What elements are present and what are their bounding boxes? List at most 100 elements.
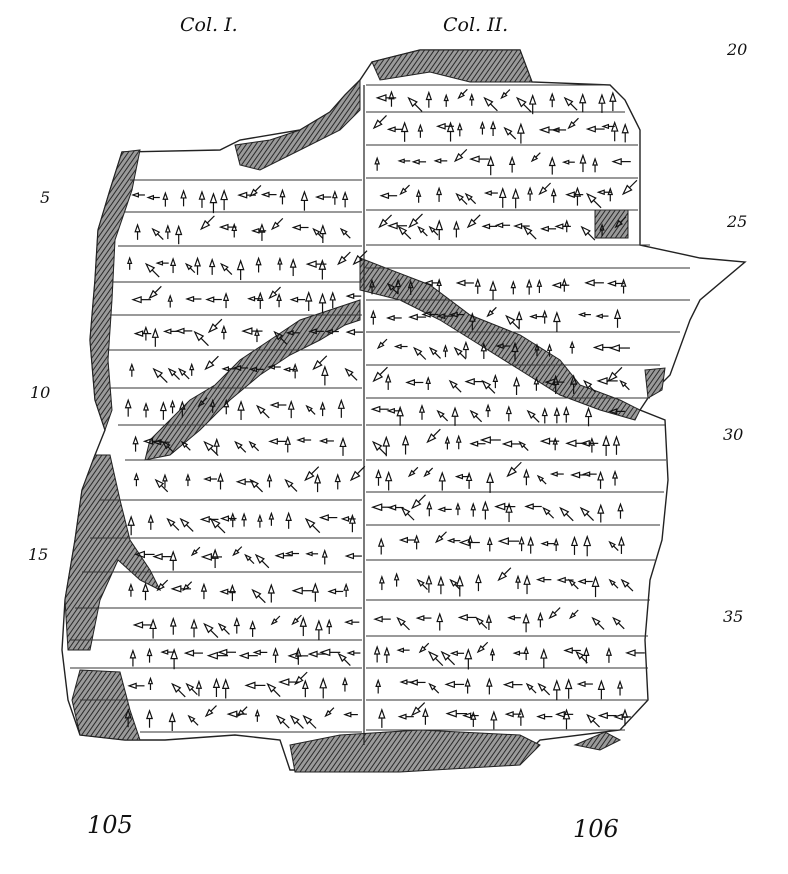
cuneiform-stroke (544, 182, 552, 190)
cuneiform-wedge (405, 379, 416, 386)
cuneiform-wedge (529, 313, 537, 320)
cuneiform-wedge (319, 401, 326, 410)
cuneiform-stroke (202, 397, 208, 403)
cuneiform-stroke (261, 560, 270, 569)
cuneiform-wedge (527, 186, 533, 195)
cuneiform-wedge (417, 123, 424, 132)
cuneiform-wedge (585, 192, 597, 204)
damage-area (573, 731, 622, 751)
cuneiform-wedge (579, 153, 587, 164)
cuneiform-wedge (223, 398, 230, 408)
cuneiform-wedge (334, 473, 341, 483)
cuneiform-stroke (319, 355, 328, 364)
cuneiform-wedge (537, 611, 544, 621)
cuneiform-wedge (304, 290, 313, 302)
cuneiform-wedge (318, 438, 328, 444)
cuneiform-wedge (384, 470, 393, 482)
cuneiform-wedge (400, 121, 409, 133)
cuneiform-wedge (584, 406, 593, 418)
cuneiform-wedge (314, 619, 323, 631)
cuneiform-wedge (563, 96, 574, 107)
cuneiform-wedge (397, 713, 407, 720)
cuneiform-wedge (219, 515, 230, 522)
cuneiform-wedge (513, 376, 521, 387)
cuneiform-wedge (249, 619, 256, 630)
cuneiform-wedge (155, 260, 164, 266)
cuneiform-wedge (159, 401, 167, 412)
cuneiform-wedge (345, 328, 356, 336)
cuneiform-wedge (341, 190, 349, 200)
cuneiform-stroke (254, 185, 262, 192)
cuneiform-wedge (129, 648, 137, 659)
cuneiform-wedge (595, 313, 603, 319)
cuneiform-stroke (407, 513, 415, 521)
cuneiform-wedge (147, 513, 154, 523)
cuneiform-wedge (270, 221, 280, 231)
cuneiform-wedge (486, 471, 495, 483)
cuneiform-wedge (599, 223, 605, 231)
cuneiform-wedge (605, 647, 613, 656)
cuneiform-wedge (444, 435, 451, 444)
damage-area (594, 209, 629, 239)
cuneiform-wedge (552, 311, 561, 323)
cuneiform-wedge (453, 220, 460, 230)
cuneiform-wedge (614, 219, 623, 229)
cuneiform-wedge (541, 407, 548, 417)
cuneiform-wedge (536, 713, 546, 720)
cuneiform-stroke (529, 232, 537, 240)
cuneiform-wedge (505, 502, 513, 513)
cuneiform-stroke (423, 642, 430, 649)
cuneiform-stroke (185, 524, 194, 532)
cuneiform-wedge (516, 122, 525, 134)
cuneiform-stroke (296, 614, 302, 621)
cuneiform-wedge (570, 471, 581, 479)
cuneiform-stroke (206, 215, 215, 224)
line-number-35: 35 (723, 607, 744, 626)
cuneiform-wedge (247, 295, 256, 302)
cuneiform-wedge (291, 586, 303, 595)
cuneiform-wedge (397, 158, 405, 164)
cuneiform-stroke (161, 579, 169, 586)
line-number-5: 5 (40, 188, 51, 207)
cuneiform-stroke (239, 446, 247, 453)
cuneiform-stroke (343, 251, 351, 259)
cuneiform-stroke (503, 567, 512, 575)
cuneiform-wedge (152, 438, 162, 446)
cuneiform-wedge (187, 714, 196, 723)
cuneiform-stroke (225, 268, 233, 276)
cuneiform-wedge (269, 401, 279, 409)
cuneiform-wedge (177, 367, 187, 377)
cuneiform-wedge (569, 340, 575, 349)
cuneiform-wedge (479, 120, 486, 129)
cuneiform-wedge (489, 647, 496, 656)
cuneiform-wedge (486, 309, 495, 318)
cuneiform-stroke (216, 524, 226, 534)
cuneiform-wedge (377, 537, 385, 547)
cuneiform-wedge (393, 572, 400, 581)
cuneiform-wedge (285, 330, 294, 336)
cuneiform-stroke (460, 148, 468, 157)
cuneiform-wedge (164, 224, 171, 233)
cuneiform-wedge (423, 470, 431, 478)
cuneiform-stroke (311, 524, 321, 534)
cuneiform-wedge (307, 650, 318, 658)
cuneiform-wedge (152, 552, 163, 561)
cuneiform-wedge (469, 92, 475, 101)
cuneiform-wedge (342, 676, 348, 686)
cuneiform-stroke (210, 629, 219, 638)
cuneiform-wedge (131, 192, 139, 198)
cuneiform-stroke (469, 197, 477, 205)
cuneiform-wedge (607, 371, 618, 383)
cuneiform-wedge (597, 503, 605, 514)
cuneiform-wedge (217, 648, 228, 656)
cuneiform-wedge (146, 647, 153, 657)
cuneiform-wedge (490, 710, 498, 721)
cuneiform-wedge (464, 377, 475, 386)
cuneiform-wedge (311, 582, 319, 593)
cuneiform-wedge (394, 278, 402, 288)
cuneiform-wedge (576, 680, 586, 688)
cuneiform-stroke (403, 231, 412, 240)
cuneiform-wedge (413, 534, 420, 543)
cuneiform-wedge (508, 155, 516, 165)
